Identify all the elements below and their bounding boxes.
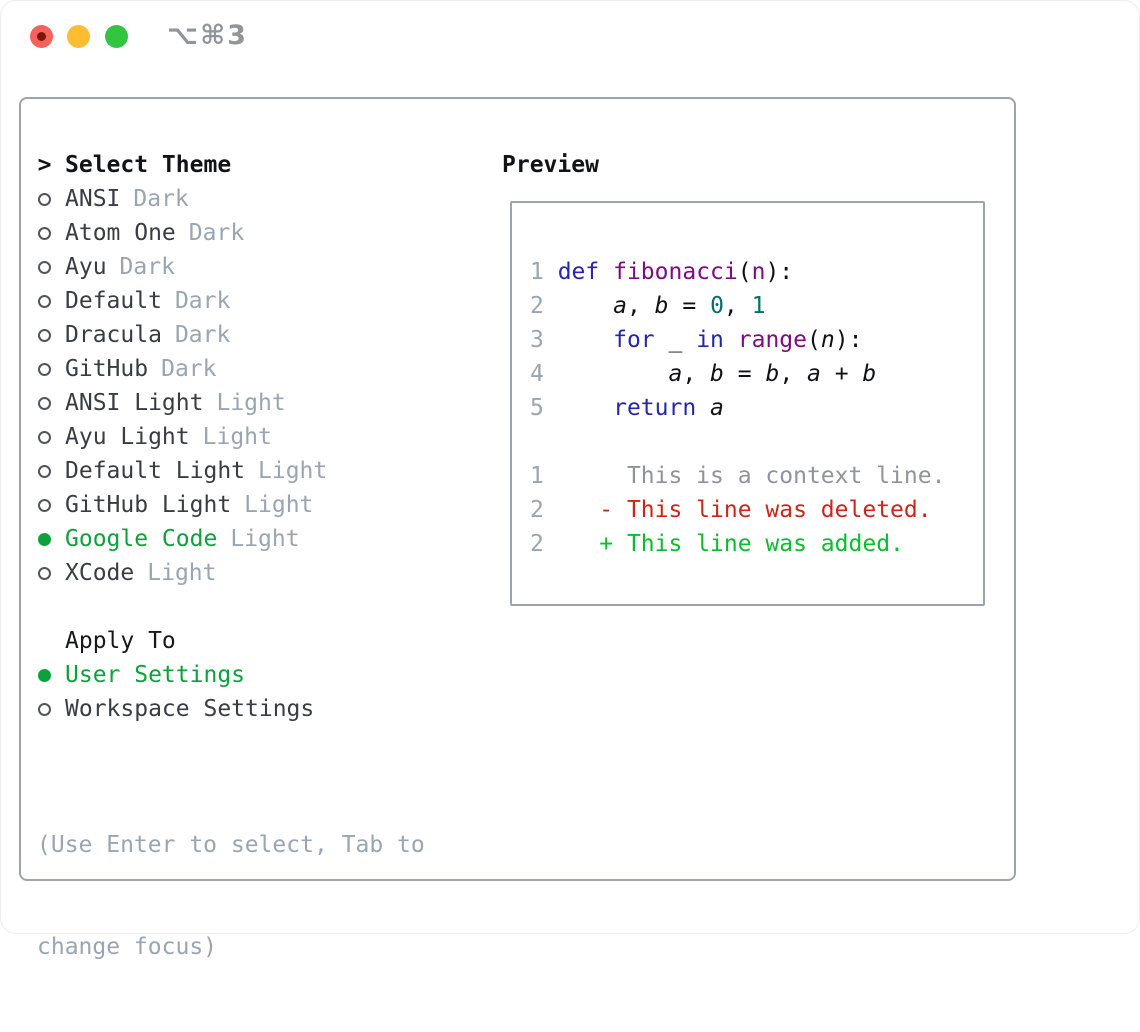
theme-variant-label: Dark xyxy=(161,356,217,382)
theme-variant-label: Dark xyxy=(119,254,175,280)
radio-icon[interactable] xyxy=(38,464,51,478)
theme-option-label: Ayu Light xyxy=(65,424,190,450)
apply-option-label: User Settings xyxy=(65,662,246,688)
radio-icon[interactable] xyxy=(38,702,51,716)
diff-preview: 1 This is a context line. 2 - This line w… xyxy=(530,459,983,561)
theme-variant-label: Dark xyxy=(174,288,231,314)
line-number: 2 xyxy=(530,293,558,319)
radio-icon[interactable] xyxy=(38,294,51,308)
apply-option-workspace-settings[interactable]: Workspace Settings xyxy=(37,692,425,726)
code-line: 5 return a xyxy=(530,395,724,421)
apply-to-header: Apply To xyxy=(37,624,425,658)
line-number: 4 xyxy=(530,361,558,387)
code-line: 1 def fibonacci(n): xyxy=(530,259,794,285)
help-line-2: change focus) xyxy=(37,934,218,960)
theme-option-xcode[interactable]: XCode Light xyxy=(37,556,425,590)
theme-option-github[interactable]: GitHub Dark xyxy=(37,352,425,386)
theme-variant-label: Dark xyxy=(174,322,231,348)
diff-line: 1 This is a context line. xyxy=(530,463,946,489)
theme-option-dracula[interactable]: Dracula Dark xyxy=(37,318,425,352)
radio-icon[interactable] xyxy=(38,498,51,512)
window-title: ⌥⌘3 xyxy=(167,20,248,51)
theme-option-label: Dracula xyxy=(65,322,162,348)
code-line: 3 for _ in range(n): xyxy=(530,327,863,353)
theme-option-label: GitHub xyxy=(65,356,149,382)
theme-option-ansi[interactable]: ANSI Dark xyxy=(37,182,425,216)
spacer xyxy=(37,726,425,760)
apply-option-label: Workspace Settings xyxy=(65,696,315,722)
line-number: 3 xyxy=(530,327,558,353)
theme-option-label: Atom One xyxy=(65,220,176,246)
theme-variant-label: Light xyxy=(230,526,300,552)
theme-variant-label: Light xyxy=(244,492,314,518)
zoom-button[interactable] xyxy=(105,25,128,48)
minimize-button[interactable] xyxy=(67,25,90,48)
line-number: 2 xyxy=(530,531,558,557)
title-bar: ⌥⌘3 xyxy=(0,0,1140,70)
code-line: 2 a, b = 0, 1 xyxy=(530,293,766,319)
code-preview: 1 def fibonacci(n): 2 a, b = 0, 1 3 for _ … xyxy=(530,255,983,425)
prompt-icon: > xyxy=(37,152,52,178)
theme-variant-label: Dark xyxy=(188,220,245,246)
help-line-1: (Use Enter to select, Tab to xyxy=(37,832,425,858)
help-text: (Use Enter to select, Tab to change focu… xyxy=(37,760,425,1032)
radio-icon[interactable] xyxy=(38,362,51,376)
theme-option-atom-one[interactable]: Atom One Dark xyxy=(37,216,425,250)
radio-selected-icon[interactable] xyxy=(38,532,51,546)
theme-option-ansi-light[interactable]: ANSI Light Light xyxy=(37,386,425,420)
theme-option-label: ANSI xyxy=(65,186,121,212)
select-theme-title: Select Theme xyxy=(65,152,232,178)
spacer xyxy=(37,590,425,624)
radio-icon[interactable] xyxy=(38,260,51,274)
theme-option-label: XCode xyxy=(65,560,135,586)
theme-option-label: Default Light xyxy=(65,458,246,484)
line-number: 1 xyxy=(530,259,558,285)
apply-to-title: Apply To xyxy=(65,628,176,654)
line-number: 2 xyxy=(530,497,558,523)
radio-icon[interactable] xyxy=(38,430,51,444)
theme-option-label: GitHub Light xyxy=(65,492,232,518)
radio-icon[interactable] xyxy=(38,328,51,342)
theme-option-label: Default xyxy=(65,288,162,314)
theme-option-label: Ayu xyxy=(65,254,107,280)
theme-variant-label: Light xyxy=(216,390,286,416)
theme-option-github-light[interactable]: GitHub Light Light xyxy=(37,488,425,522)
radio-icon[interactable] xyxy=(38,566,51,580)
spacer xyxy=(530,425,983,459)
theme-option-label: ANSI Light xyxy=(65,390,204,416)
apply-option-user-settings[interactable]: User Settings xyxy=(37,658,425,692)
code-line: 4 a, b = b, a + b xyxy=(530,361,877,387)
theme-option-label: Google Code xyxy=(65,526,218,552)
theme-variant-label: Light xyxy=(258,458,328,484)
close-button[interactable] xyxy=(30,25,53,48)
theme-variant-label: Light xyxy=(202,424,272,450)
theme-variant-label: Dark xyxy=(133,186,189,212)
theme-option-ayu-light[interactable]: Ayu Light Light xyxy=(37,420,425,454)
theme-option-default-light[interactable]: Default Light Light xyxy=(37,454,425,488)
radio-icon[interactable] xyxy=(38,192,51,206)
theme-option-default[interactable]: Default Dark xyxy=(37,284,425,318)
diff-line: 2 - This line was deleted. xyxy=(530,497,932,523)
theme-variant-label: Light xyxy=(147,560,217,586)
radio-icon[interactable] xyxy=(38,226,51,240)
select-theme-header: > Select Theme xyxy=(37,148,425,182)
line-number: 1 xyxy=(530,463,558,489)
preview-box: 1 def fibonacci(n): 2 a, b = 0, 1 3 for _ … xyxy=(510,201,985,606)
radio-icon[interactable] xyxy=(38,396,51,410)
preview-title: Preview xyxy=(502,152,599,178)
line-number: 5 xyxy=(530,395,558,421)
theme-option-ayu[interactable]: Ayu Dark xyxy=(37,250,425,284)
diff-line: 2 + This line was added. xyxy=(530,531,904,557)
radio-selected-icon[interactable] xyxy=(38,668,51,682)
theme-option-google-code[interactable]: Google Code Light xyxy=(37,522,425,556)
